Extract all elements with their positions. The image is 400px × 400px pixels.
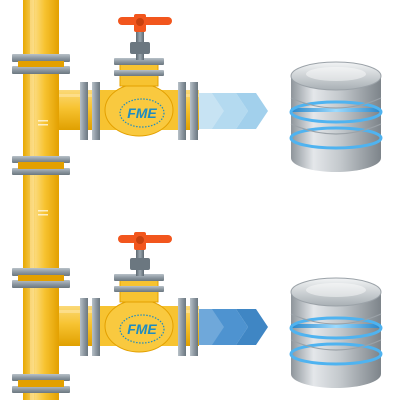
upper-branch-flange-right <box>178 82 186 140</box>
upper-branch-flange-left <box>80 82 88 140</box>
upper-branch-flange-left-2 <box>92 82 100 140</box>
flange-mid-lower <box>12 268 70 288</box>
upper-database-icon <box>289 61 383 172</box>
lower-database-icon <box>289 277 383 388</box>
vertical-pipe-flanges <box>12 54 70 393</box>
lower-branch-flange-right <box>178 298 186 356</box>
upper-flow: FME <box>59 14 383 172</box>
lower-valve-wheel-icon[interactable] <box>118 232 172 250</box>
upper-valve-wheel-icon[interactable] <box>118 14 172 32</box>
lower-branch-flange-right-2 <box>190 298 198 356</box>
upper-valve[interactable] <box>100 14 178 137</box>
upper-branch-flange-right-2 <box>190 82 198 140</box>
flange-top <box>12 54 70 74</box>
lower-branch-flange-left <box>80 298 88 356</box>
upper-fme-logo-icon: FME <box>119 98 165 128</box>
lower-valve[interactable] <box>100 232 178 353</box>
lower-flow: FME <box>59 232 383 388</box>
lower-flow-arrow-icon <box>199 309 268 345</box>
lower-fme-logo-icon: FME <box>119 314 165 344</box>
lower-branch-flange-left-2 <box>92 298 100 356</box>
upper-logo-text: FME <box>127 105 157 121</box>
lower-logo-text: FME <box>127 321 157 337</box>
flange-mid-upper <box>12 156 70 175</box>
flange-bottom <box>12 374 70 393</box>
upper-flow-arrow-icon <box>199 93 268 129</box>
